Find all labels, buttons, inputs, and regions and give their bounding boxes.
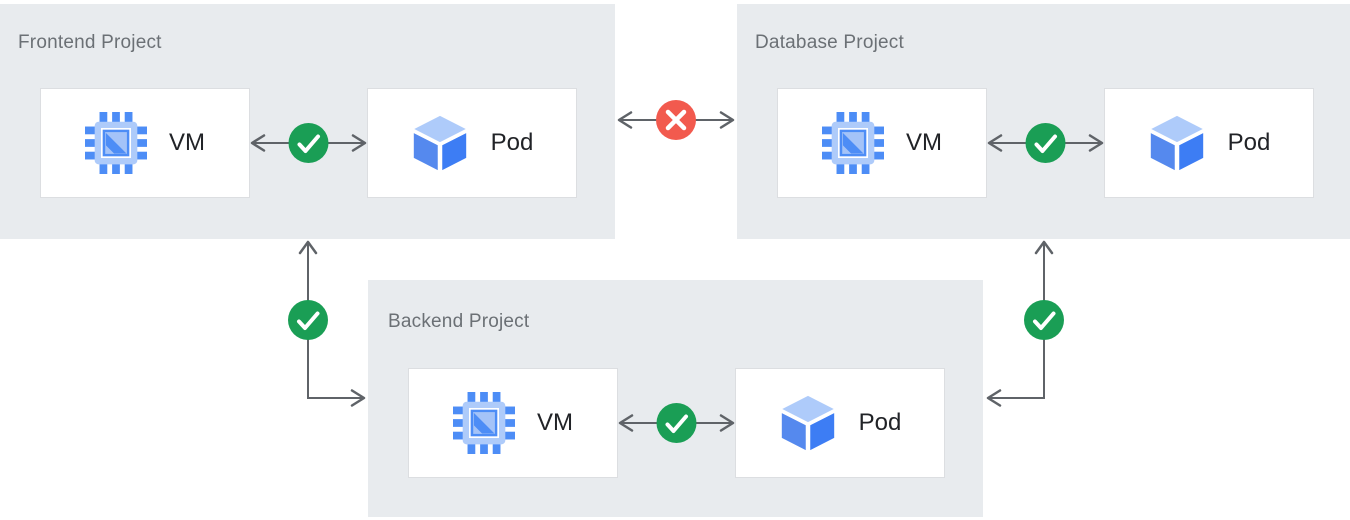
- check-icon: [288, 300, 328, 340]
- pod-label: Pod: [858, 409, 902, 436]
- link-frontend-backend: [288, 240, 366, 407]
- panel-frontend-project: Frontend Project VM Pod: [0, 4, 615, 239]
- pod-icon: [411, 115, 469, 171]
- vm-icon: [453, 392, 515, 454]
- link-frontend-database: [617, 100, 735, 140]
- panel-title-frontend: Frontend Project: [18, 32, 162, 53]
- panel-database-project: Database Project VM Pod: [737, 4, 1350, 239]
- panel-title-database: Database Project: [755, 32, 904, 53]
- frontend-vm-node: VM: [40, 88, 250, 198]
- backend-vm-node: VM: [408, 368, 618, 478]
- vm-label: VM: [169, 129, 205, 156]
- panel-title-backend: Backend Project: [388, 311, 530, 332]
- database-pod-node: Pod: [1104, 88, 1314, 198]
- pod-label: Pod: [1227, 129, 1271, 156]
- vm-label: VM: [537, 409, 573, 436]
- backend-pod-node: Pod: [735, 368, 945, 478]
- pod-icon: [779, 395, 837, 451]
- link-database-backend: [986, 240, 1064, 407]
- panel-backend-project: Backend Project VM Pod: [368, 280, 983, 517]
- database-vm-node: VM: [777, 88, 987, 198]
- pod-icon: [1148, 115, 1206, 171]
- vm-icon: [822, 112, 884, 174]
- check-icon: [1024, 300, 1064, 340]
- vm-icon: [85, 112, 147, 174]
- cross-icon: [656, 100, 696, 140]
- frontend-pod-node: Pod: [367, 88, 577, 198]
- vm-label: VM: [906, 129, 942, 156]
- pod-label: Pod: [490, 129, 534, 156]
